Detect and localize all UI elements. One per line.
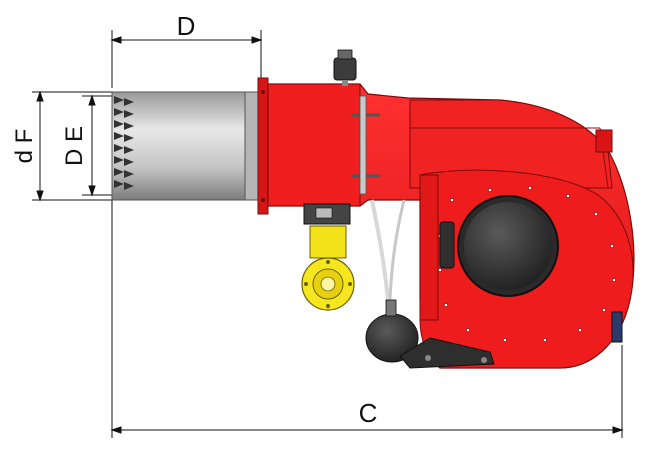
motor xyxy=(365,299,419,363)
burner-illustration xyxy=(111,49,635,369)
mounting-flange xyxy=(257,77,269,215)
top-sensor xyxy=(333,49,357,86)
support-bracket xyxy=(399,337,495,369)
dimension-label-left-inner: D E xyxy=(61,126,88,166)
pilot-tube xyxy=(370,199,390,301)
dimension-label-bottom: C xyxy=(359,398,378,428)
dimension-label-left-outer: d F xyxy=(11,129,38,164)
rivets xyxy=(438,186,616,342)
rear-connector xyxy=(611,311,623,343)
blast-tube xyxy=(111,91,259,201)
air-inlet xyxy=(439,195,559,297)
housing-neck xyxy=(267,83,380,207)
dimension-label-top: D xyxy=(177,11,196,41)
dimension-lines xyxy=(32,30,624,438)
gas-valve xyxy=(301,203,355,311)
